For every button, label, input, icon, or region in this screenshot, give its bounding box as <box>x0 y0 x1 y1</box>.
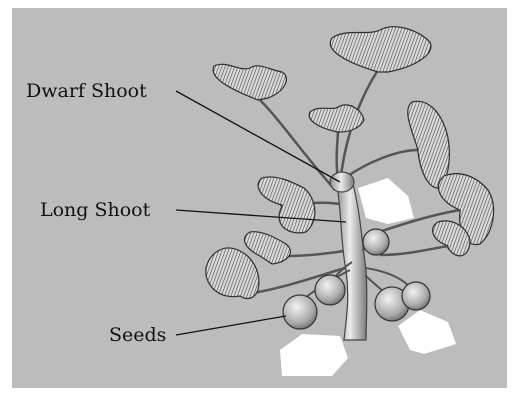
long-shoot-leader <box>176 210 346 222</box>
leaf-left-mid <box>258 177 315 233</box>
patch-upper <box>358 178 414 224</box>
leaf-left-bottom <box>206 248 259 298</box>
seed <box>363 229 389 255</box>
seeds-leader <box>176 316 286 335</box>
leaf-top-left <box>213 64 286 100</box>
patch-bottom-left <box>280 334 348 376</box>
seed <box>315 275 345 305</box>
leaf-mid-small <box>309 105 364 132</box>
seed <box>283 295 317 329</box>
dwarf-shoot-knob <box>330 172 354 192</box>
seed <box>402 282 430 310</box>
leaf-left-lower <box>245 232 291 264</box>
dwarf-shoot-label: Dwarf Shoot <box>26 82 147 101</box>
long-shoot-stem <box>336 180 367 340</box>
dwarf-shoot-leader <box>176 91 340 182</box>
long-shoot-label: Long Shoot <box>40 201 150 220</box>
leaf-top <box>330 27 431 72</box>
seeds-label: Seeds <box>109 326 166 345</box>
patch-bottom-right <box>398 310 456 354</box>
leaf-right-upper <box>408 101 450 188</box>
